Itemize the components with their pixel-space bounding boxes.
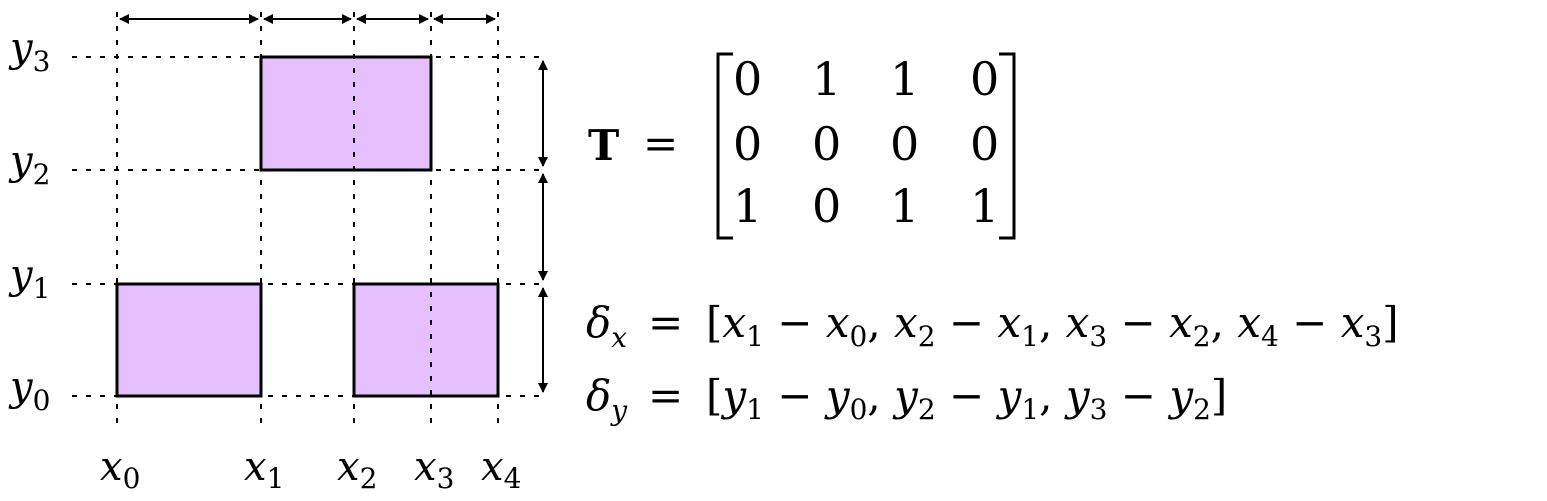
filled-cell bbox=[431, 284, 498, 396]
matrix-right-bracket bbox=[999, 52, 1016, 240]
matrix-entry: 1 bbox=[970, 179, 999, 233]
matrix-entry: 0 bbox=[970, 52, 999, 106]
delta-x-sub: x bbox=[611, 321, 627, 354]
matrix-entry: 0 bbox=[733, 117, 762, 171]
svg-text:δy: δy bbox=[586, 371, 628, 427]
matrix-entry: 0 bbox=[733, 52, 762, 106]
x-label: x4 bbox=[481, 444, 521, 495]
delta-y-symbol: δ bbox=[586, 371, 611, 420]
y-label: y3 bbox=[8, 25, 50, 78]
delta-x-equals: = bbox=[648, 298, 683, 347]
y-axis-labels: y0 y1 y2 y3 bbox=[8, 25, 50, 417]
matrix-entry: 1 bbox=[890, 179, 919, 233]
matrix-symbol: T bbox=[588, 121, 619, 170]
matrix-entry: 1 bbox=[890, 52, 919, 106]
delta-y-terms: [y1 − y0, y2 − y1, y3 − y2] bbox=[706, 371, 1227, 426]
matrix-entry: 0 bbox=[970, 117, 999, 171]
y-label: y1 bbox=[8, 252, 50, 305]
delta-y-sub: y bbox=[609, 394, 628, 427]
filled-cell bbox=[261, 57, 354, 170]
delta-x-terms: [x1 − x0, x2 − x1, x3 − x2, x4 − x3] bbox=[706, 298, 1399, 353]
matrix-equals: = bbox=[643, 119, 678, 168]
y-label: y0 bbox=[8, 364, 50, 417]
x-label: x2 bbox=[337, 444, 377, 495]
delta-y-equation: δy = [y1 − y0, y2 − y1, y3 − y2] bbox=[586, 371, 1227, 427]
x-axis-labels: x0 x1 x2 x3 x4 bbox=[100, 444, 521, 495]
y-label: y2 bbox=[8, 138, 50, 191]
matrix-entry: 0 bbox=[890, 117, 919, 171]
matrix-left-bracket bbox=[716, 52, 733, 240]
x-label: x1 bbox=[244, 444, 284, 495]
filled-cells bbox=[115, 55, 500, 398]
matrix-entry: 0 bbox=[812, 179, 841, 233]
delta-x-equation: δx = [x1 − x0, x2 − x1, x3 − x2, x4 − x3… bbox=[586, 298, 1399, 354]
spacing-arrows bbox=[119, 14, 548, 393]
x-label: x0 bbox=[100, 444, 140, 495]
matrix-entry: 1 bbox=[733, 179, 762, 233]
svg-text:δx: δx bbox=[586, 298, 627, 354]
matrix-entry: 1 bbox=[812, 52, 841, 106]
delta-x-symbol: δ bbox=[586, 298, 611, 347]
filled-cell bbox=[117, 284, 261, 396]
x-label: x3 bbox=[414, 444, 454, 495]
delta-y-equals: = bbox=[648, 371, 683, 420]
filled-cell bbox=[354, 57, 431, 170]
filled-cell bbox=[354, 284, 431, 396]
matrix-entry: 0 bbox=[812, 117, 841, 171]
